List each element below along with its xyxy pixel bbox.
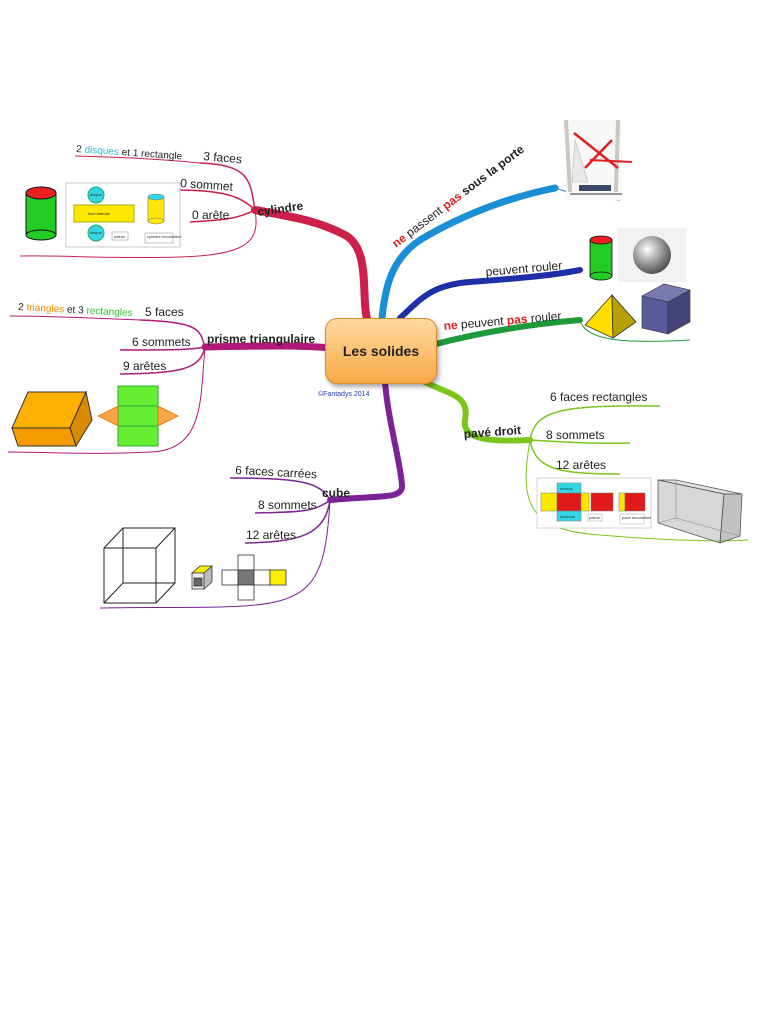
porte-label: ne passent pas sous la porte: [389, 142, 527, 251]
cylindre-item-faces: 3 faces: [203, 149, 243, 166]
svg-text:patron: patron: [589, 515, 600, 520]
svg-text:disque: disque: [90, 192, 103, 197]
cube-item-aretes: 12 arêtes: [246, 528, 296, 542]
prisme-subtree: prisme triangulaire 5 faces 6 sommets 9 …: [7, 302, 315, 454]
branch-cube: [327, 379, 405, 503]
svg-text:dessous: dessous: [560, 514, 575, 519]
cube-subtree: cube 6 faces carrées 8 sommets 12 arêtes: [99, 463, 350, 609]
rolling-cylinder-image: [589, 235, 613, 281]
pyramid-image: [584, 293, 637, 339]
pave-item-sommets: 8 sommets: [546, 428, 605, 442]
pave-title: pavé droit: [463, 423, 521, 441]
branch-porte: [378, 184, 559, 322]
pave-solid-image: [657, 479, 743, 544]
central-title: Les solides: [342, 343, 420, 359]
ne-rouler-label: ne peuvent pas rouler: [443, 309, 562, 333]
door-image: [564, 119, 633, 200]
pave-subtree: pavé droit 6 faces rectangles 8 sommets …: [463, 390, 749, 544]
rouler-label: peuvent rouler: [485, 258, 563, 279]
prisme-title: prisme triangulaire: [207, 332, 315, 346]
svg-text:cylindre reconstitué: cylindre reconstitué: [147, 234, 182, 239]
cube-wireframe-image: [103, 527, 176, 604]
small-cube-image: [190, 565, 214, 590]
cylindre-item-arete: 0 arête: [192, 208, 230, 222]
svg-text:dessus: dessus: [560, 486, 573, 491]
cylinder-net-image: disque face latérale disque patron cylin…: [65, 182, 182, 248]
central-node: Les solides: [325, 318, 437, 384]
svg-text:disque: disque: [90, 230, 103, 235]
cylindre-detail: 2 disques et 1 rectangle: [76, 144, 183, 162]
cylindre-item-sommet: 0 sommet: [180, 176, 234, 194]
prisme-item-sommets: 6 sommets: [132, 335, 191, 349]
cylinder-image: [25, 186, 57, 241]
prisme-item-faces: 5 faces: [145, 305, 184, 319]
cube-item-sommets: 8 sommets: [258, 498, 317, 512]
branch-cylindre: [251, 206, 372, 326]
cube-net-image: [221, 554, 287, 601]
svg-text:pavé reconstitué: pavé reconstitué: [622, 515, 652, 520]
branch-ne-rouler: [429, 317, 583, 348]
svg-text:face latérale: face latérale: [88, 211, 111, 216]
prism-image: [11, 390, 93, 448]
prisme-detail: 2 triangles et 3 rectangles: [18, 302, 133, 319]
svg-text:patron: patron: [114, 234, 125, 239]
pave-item-aretes: 12 arêtes: [556, 458, 606, 472]
porte-subtree: ne passent pas sous la porte: [389, 119, 633, 251]
cube-item-faces: 6 faces carrées: [235, 463, 318, 481]
rouler-subtree: peuvent rouler: [485, 228, 686, 282]
ne-rouler-subtree: ne peuvent pas rouler: [443, 283, 691, 342]
credit-text: ©Fantadys 2014: [318, 391, 370, 398]
branch-prisme: [201, 342, 334, 352]
branch-rouler: [397, 267, 583, 321]
pave-item-faces: 6 faces rectangles: [550, 390, 647, 404]
cube-title: cube: [322, 486, 350, 500]
sphere-image: [618, 228, 686, 282]
cylindre-title: cylindre: [256, 199, 304, 219]
prisme-item-aretes: 9 arêtes: [123, 359, 166, 373]
pave-net-image: dessus dessous patron pavé reconstitué: [536, 477, 652, 529]
branch-pave: [422, 379, 533, 444]
cube-solid-image: [641, 283, 691, 335]
prism-net-image: [97, 385, 179, 447]
cylindre-subtree: cylindre 3 faces 0 sommet 0 arête 2 disq…: [19, 144, 304, 259]
